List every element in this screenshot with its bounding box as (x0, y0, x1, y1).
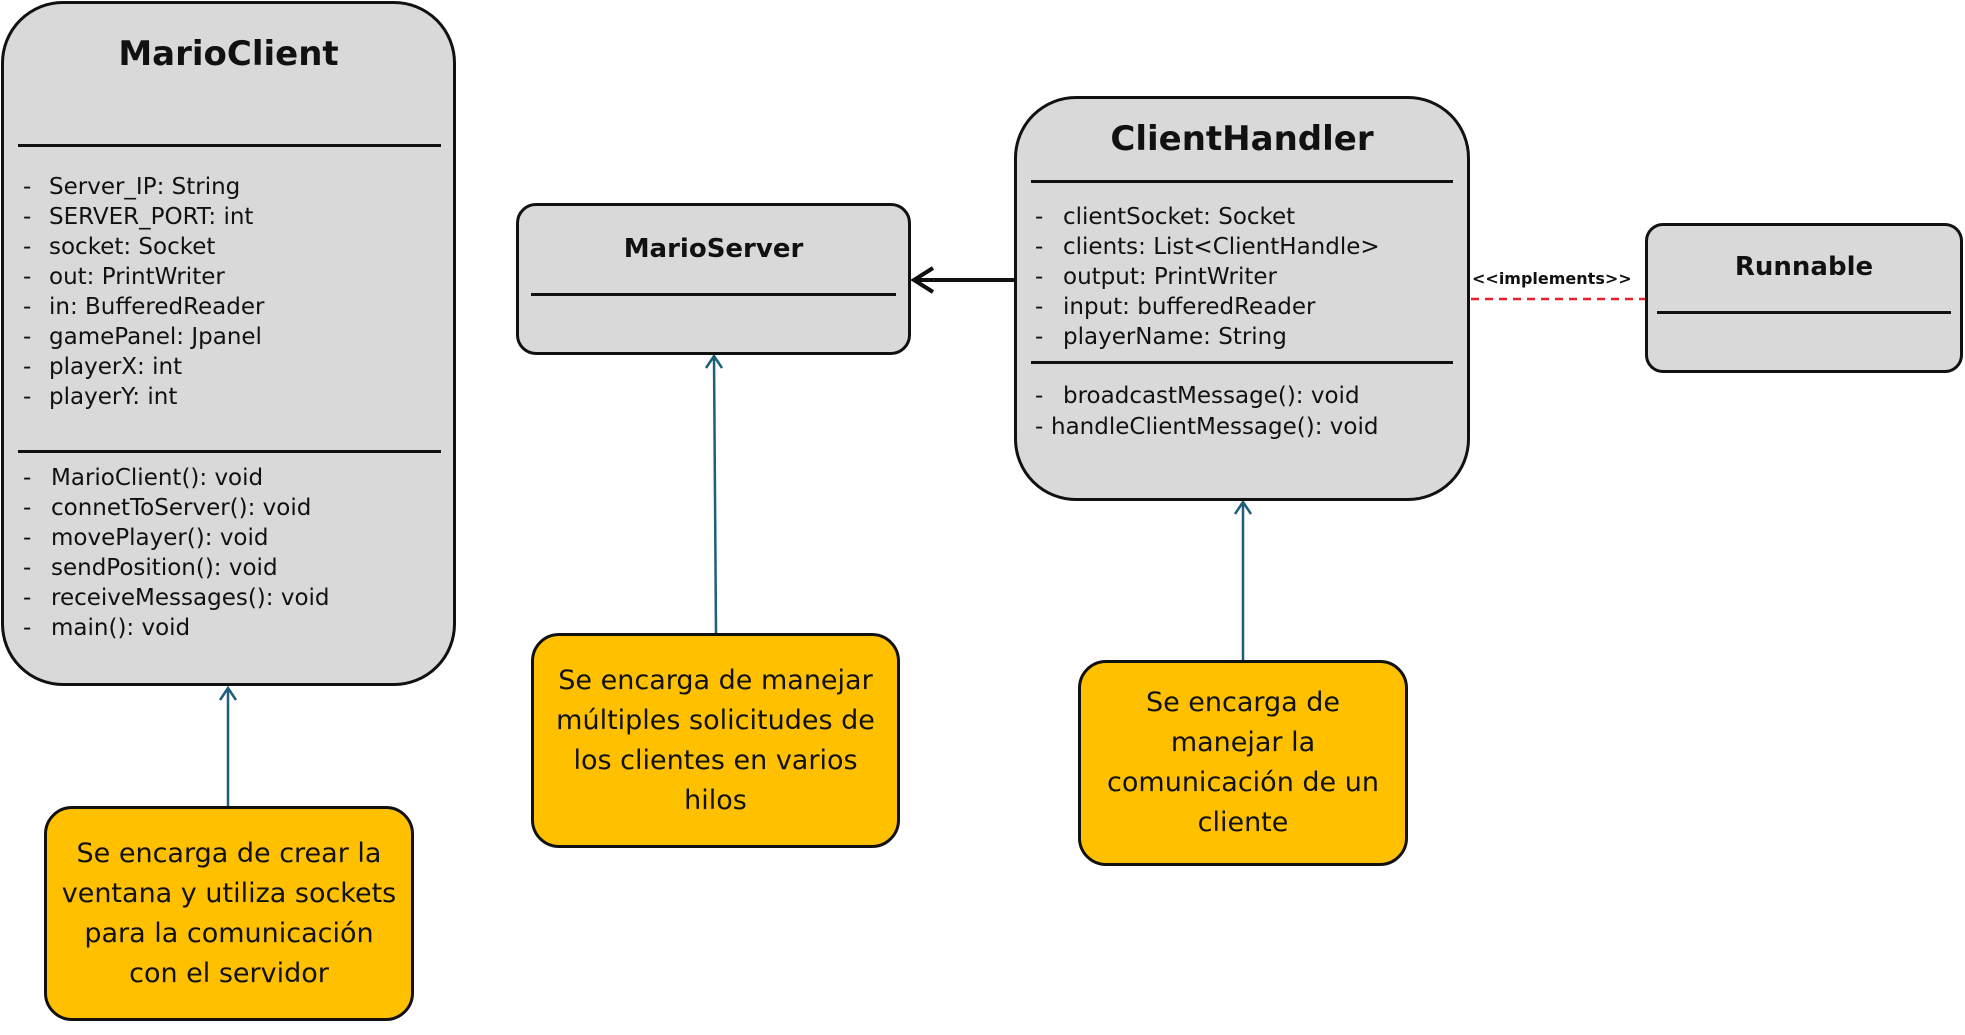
attribute: -input: bufferedReader (1035, 294, 1316, 320)
attribute: -in: BufferedReader (23, 294, 265, 320)
attribute: -playerX: int (23, 354, 183, 380)
note-link-mario-client (218, 685, 238, 806)
note-link-mario-server (704, 353, 724, 634)
attribute: -Server_IP: String (23, 174, 241, 200)
note-client-handler: Se encarga de manejar la comunicación de… (1078, 660, 1408, 866)
attribute: -output: PrintWriter (1035, 264, 1278, 290)
class-client-handler[interactable]: ClientHandler -clientSocket: Socket -cli… (1014, 96, 1470, 501)
attribute: -gamePanel: Jpanel (23, 324, 262, 350)
note-link-client-handler (1233, 499, 1253, 660)
method: -broadcastMessage(): void (1035, 383, 1360, 409)
method-list: -broadcastMessage(): void -handleClientM… (1035, 381, 1378, 443)
class-divider (1031, 180, 1453, 183)
attribute: -playerY: int (23, 384, 178, 410)
note-mario-client: Se encarga de crear la ventana y utiliza… (44, 806, 414, 1021)
attribute: -playerName: String (1035, 324, 1287, 350)
class-name: ClientHandler (1110, 119, 1374, 159)
note-mario-server: Se encarga de manejar múltiples solicitu… (531, 633, 900, 848)
method: -sendPosition(): void (23, 555, 278, 581)
class-mario-client[interactable]: MarioClient -Server_IP: String -SERVER_P… (1, 1, 456, 686)
class-name: Runnable (1734, 252, 1874, 282)
method: -main(): void (23, 615, 191, 641)
method-list: -MarioClient(): void -connetToServer(): … (23, 463, 330, 643)
class-mario-server[interactable]: MarioServer (516, 203, 911, 355)
class-name: MarioServer (623, 234, 804, 264)
attribute: -out: PrintWriter (23, 264, 225, 290)
class-divider (1031, 361, 1453, 364)
attribute-list: -clientSocket: Socket -clients: List<Cli… (1035, 202, 1380, 352)
class-divider (18, 450, 441, 453)
method: -handleClientMessage(): void (1035, 414, 1379, 440)
method: -MarioClient(): void (23, 465, 264, 491)
attribute: -socket: Socket (23, 234, 216, 260)
method: -receiveMessages(): void (23, 585, 330, 611)
class-name: MarioClient (118, 34, 339, 74)
class-divider (18, 144, 441, 147)
attribute-list: -Server_IP: String -SERVER_PORT: int -so… (23, 172, 264, 412)
attribute: -clients: List<ClientHandle> (1035, 234, 1380, 260)
attribute: -SERVER_PORT: int (23, 204, 254, 230)
implements-label: <<implements>> (1472, 269, 1632, 288)
class-divider (1657, 311, 1951, 314)
class-divider (531, 293, 896, 296)
class-runnable[interactable]: Runnable (1645, 223, 1963, 373)
association-arrow (910, 266, 1016, 294)
method: -movePlayer(): void (23, 525, 269, 551)
method: -connetToServer(): void (23, 495, 312, 521)
attribute: -clientSocket: Socket (1035, 204, 1296, 230)
